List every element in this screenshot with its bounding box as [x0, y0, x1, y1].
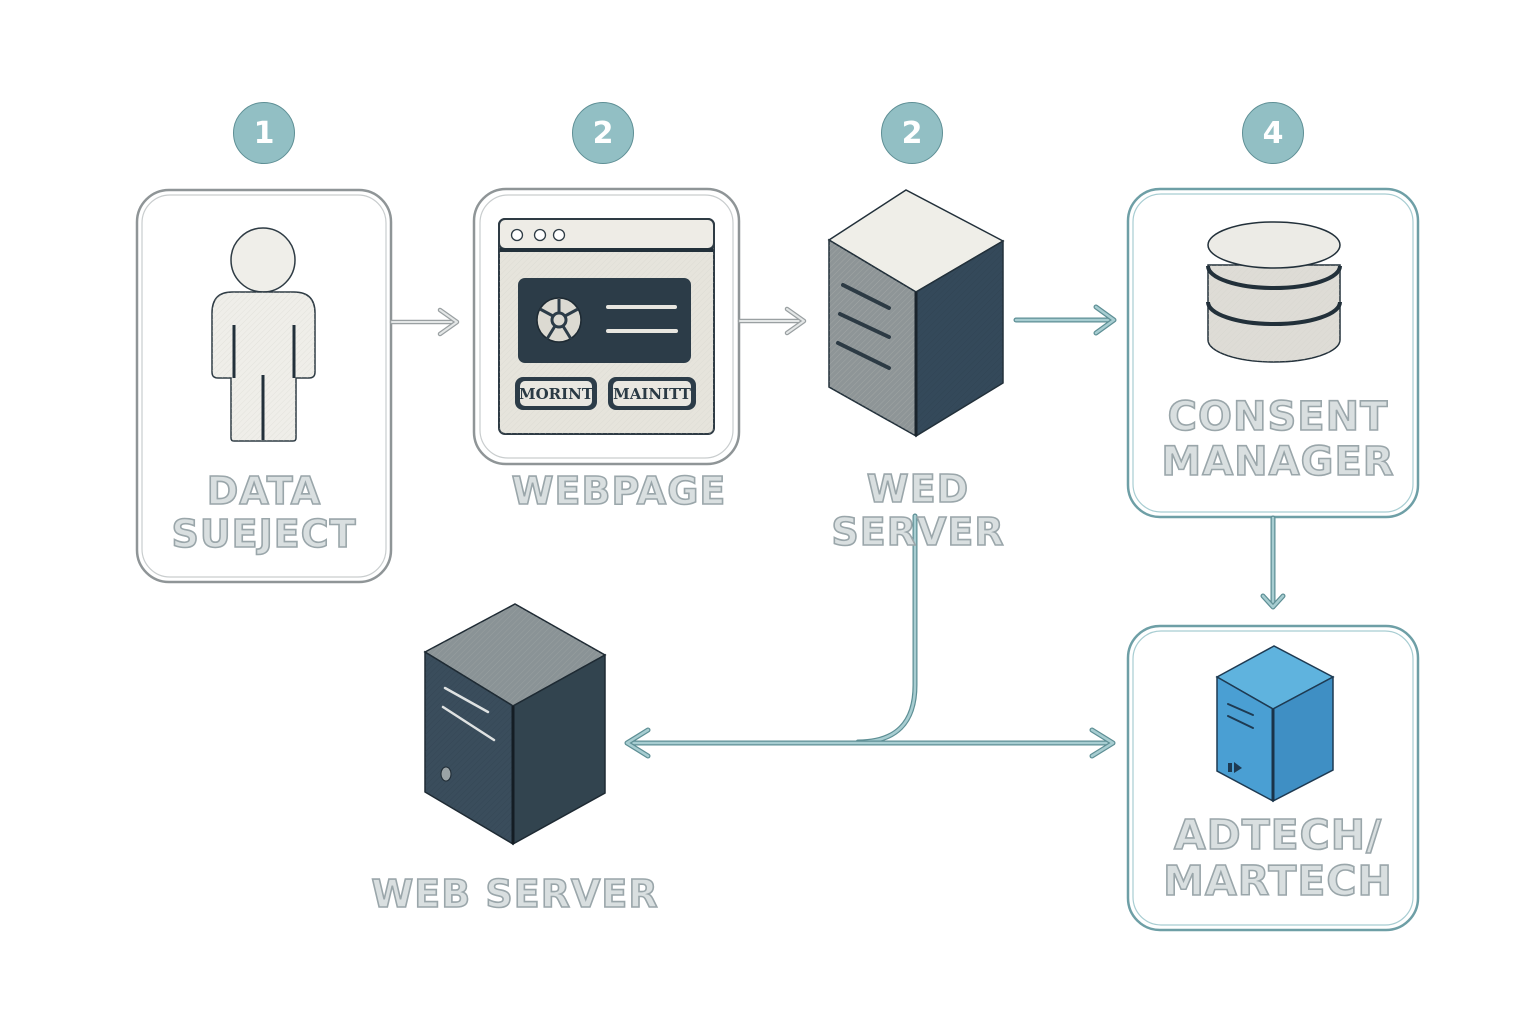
arrow-server-to-consent [1013, 304, 1117, 336]
adtech-martech-label: ADTECH/ MARTECH [1128, 811, 1428, 905]
webpage-button-1[interactable]: MORINT [515, 377, 597, 410]
label-line: WED SERVER [831, 467, 1005, 554]
label-line: MARTECH [1162, 856, 1393, 905]
database-icon [1206, 221, 1342, 363]
webpage-label: WEBPAGE [474, 469, 764, 513]
arrow-webpage-to-server [737, 306, 807, 336]
window-dot-icon [510, 228, 524, 242]
web-server-label: WEB SERVER [370, 872, 660, 916]
arrow-consent-to-adtech [1260, 515, 1286, 610]
settings-wheel-icon [536, 297, 582, 343]
step-badge-2: 2 [572, 102, 634, 164]
label-line: WEBPAGE [511, 469, 727, 513]
consent-manager-label: CONSENT MANAGER [1128, 394, 1428, 485]
label-line: WEB SERVER [371, 872, 659, 916]
server-tower-icon [423, 603, 607, 846]
step-badge-number: 2 [592, 115, 614, 151]
browser-window-icon: MORINT MAINITT [498, 218, 715, 435]
arrow-subject-to-webpage [389, 307, 460, 337]
webpage-button-2[interactable]: MAINITT [608, 377, 696, 410]
step-badge-1: 1 [233, 102, 295, 164]
label-line: SUEJECT [171, 511, 357, 556]
step-badge-number: 4 [1262, 115, 1284, 151]
branch-arrow-server-to-bottom [624, 513, 1116, 759]
data-subject-label: DATA SUEJECT [137, 469, 391, 556]
wed-server-label: WED SERVER [780, 467, 1056, 554]
label-line: MANAGER [1161, 438, 1395, 485]
person-icon [211, 227, 316, 442]
step-badge-number: 1 [253, 115, 275, 151]
step-badge-4: 4 [1242, 102, 1304, 164]
label-line: CONSENT [1167, 394, 1389, 440]
label-line: DATA [206, 469, 322, 513]
window-dot-icon [552, 228, 566, 242]
server-tower-blue-icon [1215, 645, 1335, 803]
webpage-button-1-label: MORINT [519, 385, 594, 403]
step-badge-number: 2 [901, 115, 923, 151]
label-line: ADTECH/ [1173, 811, 1383, 859]
server-icon [827, 189, 1005, 438]
webpage-button-2-label: MAINITT [613, 385, 692, 403]
step-badge-3: 2 [881, 102, 943, 164]
window-dot-icon [533, 228, 547, 242]
